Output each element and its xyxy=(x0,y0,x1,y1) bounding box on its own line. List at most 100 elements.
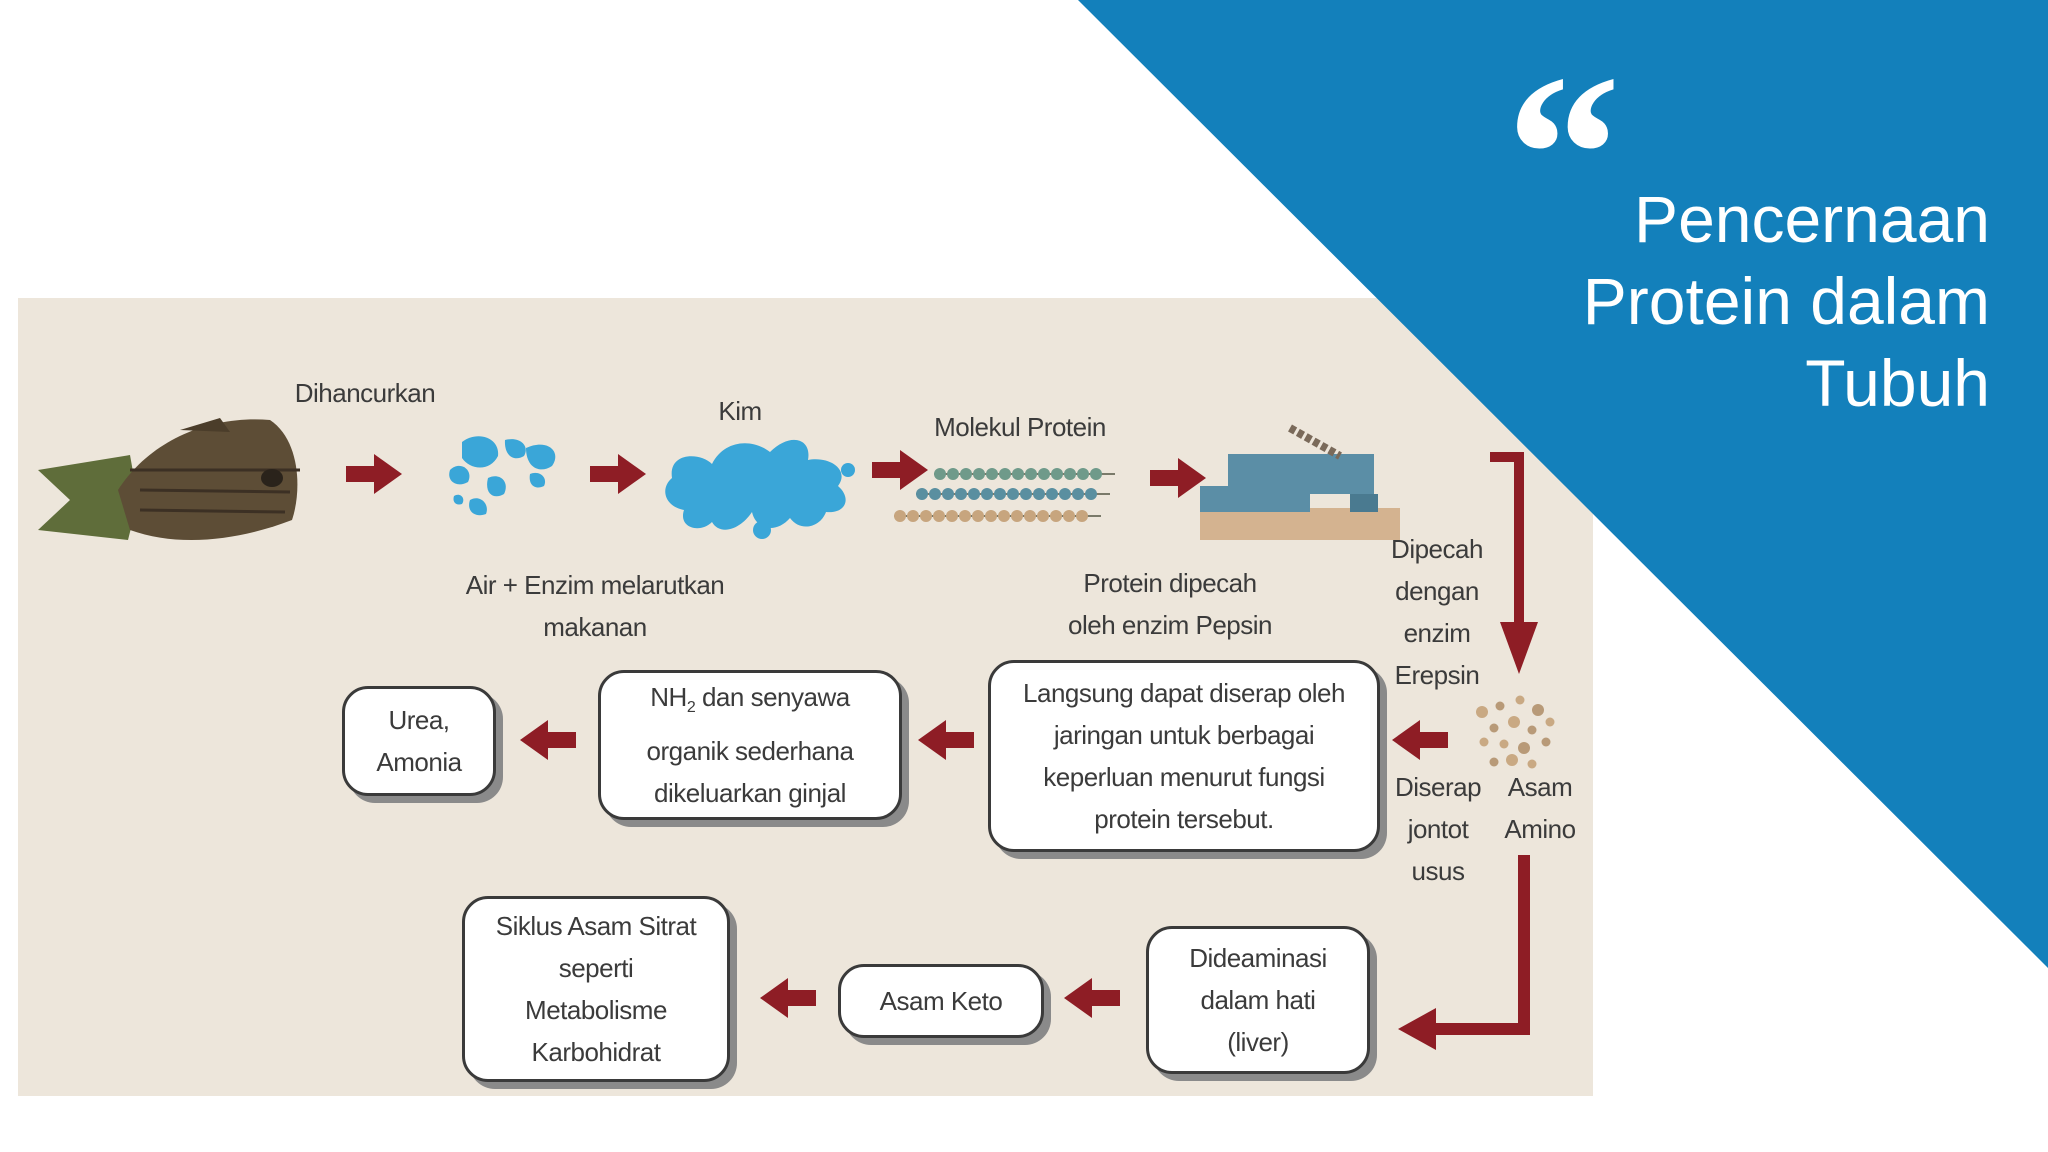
chain-bead xyxy=(1063,510,1075,522)
arrow-down-erepsin xyxy=(1490,452,1538,674)
box-dideaminasi: Dideaminasi dalam hati (liver) xyxy=(1146,926,1370,1074)
box-line: keperluan menurut fungsi xyxy=(1043,762,1325,792)
chain-bead xyxy=(1011,510,1023,522)
title-line: Tubuh xyxy=(1805,346,1990,420)
chain-bead xyxy=(1059,488,1071,500)
water-droplets-icon xyxy=(449,436,556,516)
chain-bead xyxy=(1037,510,1049,522)
box-line: Siklus Asam Sitrat xyxy=(495,911,697,941)
nh2-rest-text: dan senyawa xyxy=(695,682,850,713)
chain-bead xyxy=(955,488,967,500)
slide-title: Pencernaan Protein dalam Tubuh xyxy=(1390,178,1990,424)
nh-text: NH xyxy=(650,682,687,713)
chain-bead xyxy=(929,488,941,500)
chain-bead xyxy=(1064,468,1076,480)
chain-bead xyxy=(933,510,945,522)
label-dipecah-erepsin: Dipecah dengan enzim Erepsin xyxy=(1372,528,1502,696)
label-line: Asam xyxy=(1507,772,1573,802)
label-line: usus xyxy=(1411,856,1465,886)
chain-bead xyxy=(959,510,971,522)
title-line: Protein dalam xyxy=(1582,264,1990,338)
box-line: Urea, xyxy=(388,705,450,735)
label-line: Diserap xyxy=(1394,772,1482,802)
label-line: Dipecah xyxy=(1391,534,1483,564)
chain-bead xyxy=(985,510,997,522)
chain-bead xyxy=(907,510,919,522)
box-text: Asam Keto xyxy=(879,986,1003,1016)
title-line: Pencernaan xyxy=(1634,182,1990,256)
amino-dot xyxy=(1479,737,1489,747)
label-line: Erepsin xyxy=(1394,660,1480,690)
amino-acid-dots-icon xyxy=(1476,695,1555,769)
chain-bead xyxy=(998,510,1010,522)
box-text: NH2 dan senyawa organik sederhana dikelu… xyxy=(647,676,854,813)
label-line: Protein dipecah xyxy=(1083,568,1257,598)
label-line: enzim xyxy=(1403,618,1471,648)
chain-bead xyxy=(1077,468,1089,480)
chain-bead xyxy=(1090,468,1102,480)
amino-dot xyxy=(1476,706,1488,718)
label-line: Amino xyxy=(1504,814,1576,844)
chain-bead xyxy=(946,510,958,522)
chain-bead xyxy=(934,468,946,480)
amino-dot xyxy=(1527,725,1537,735)
box-line: Langsung dapat diserap oleh xyxy=(1023,678,1345,708)
chain-bead xyxy=(999,468,1011,480)
box-line: (liver) xyxy=(1227,1027,1289,1057)
label-line: oleh enzim Pepsin xyxy=(1068,610,1272,640)
chain-bead xyxy=(1051,468,1063,480)
protein-chain-icon xyxy=(894,468,1115,522)
title-banner xyxy=(1078,0,2048,968)
chain-bead xyxy=(960,468,972,480)
box-asam-keto: Asam Keto xyxy=(838,964,1044,1038)
amino-dot xyxy=(1527,759,1537,769)
box-line: dalam hati xyxy=(1200,985,1316,1015)
chain-bead xyxy=(894,510,906,522)
chain-bead xyxy=(1020,488,1032,500)
chyme-splash-icon xyxy=(665,439,855,539)
chain-bead xyxy=(1025,468,1037,480)
box-line: organik sederhana xyxy=(646,735,854,766)
chain-bead xyxy=(973,468,985,480)
chain-bead xyxy=(968,488,980,500)
amino-dot xyxy=(1508,716,1520,728)
chain-bead xyxy=(1085,488,1097,500)
label-protein-dipecah: Protein dipecah oleh enzim Pepsin xyxy=(1030,562,1310,646)
amino-dot xyxy=(1506,754,1518,766)
chain-bead xyxy=(916,488,928,500)
amino-dot xyxy=(1489,757,1499,767)
box-siklus-asam-sitrat: Siklus Asam Sitrat seperti Metabolisme K… xyxy=(462,896,730,1082)
peptide-blocks-icon xyxy=(1200,424,1400,540)
box-urea-amonia: Urea, Amonia xyxy=(342,686,496,796)
label-line: dengan xyxy=(1395,576,1479,606)
label-line: Air + Enzim melarutkan xyxy=(465,570,725,600)
box-line: Dideaminasi xyxy=(1189,943,1327,973)
box-line: dikeluarkan ginjal xyxy=(654,777,846,808)
amino-dot xyxy=(1499,739,1509,749)
chain-bead xyxy=(1038,468,1050,480)
chain-bead xyxy=(1076,510,1088,522)
chain-bead xyxy=(1050,510,1062,522)
label-diserap: Diserap jontot usus xyxy=(1380,766,1496,892)
box-text: Siklus Asam Sitrat seperti Metabolisme K… xyxy=(496,905,697,1073)
amino-dot xyxy=(1489,723,1499,733)
box-text: Dideaminasi dalam hati (liver) xyxy=(1189,937,1327,1063)
fish-icon xyxy=(38,418,300,541)
label-dihancurkan: Dihancurkan xyxy=(294,378,436,408)
arrow-to-dideaminasi xyxy=(1398,855,1530,1050)
chain-bead xyxy=(1072,488,1084,500)
chain-bead xyxy=(1033,488,1045,500)
subscript-2: 2 xyxy=(686,699,696,717)
chain-bead xyxy=(1012,468,1024,480)
chain-bead xyxy=(942,488,954,500)
amino-dot xyxy=(1545,717,1555,727)
amino-dot xyxy=(1518,742,1530,754)
box-nh2-ginjal: NH2 dan senyawa organik sederhana dikelu… xyxy=(598,670,902,820)
label-line: makanan xyxy=(543,612,647,642)
box-text: Urea, Amonia xyxy=(376,699,462,783)
chain-bead xyxy=(1046,488,1058,500)
box-line: jaringan untuk berbagai xyxy=(1053,720,1315,750)
chain-bead xyxy=(947,468,959,480)
